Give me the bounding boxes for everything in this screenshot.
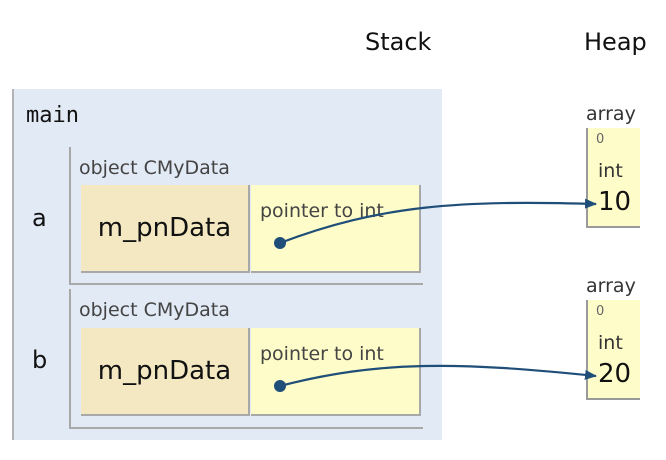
heap-array-2-cell: 0 int 20 [586,300,640,400]
object-a-field-name-text: m_pnData [97,213,232,243]
object-b [69,289,423,429]
variable-a-name: a [32,204,47,232]
object-a-label: object CMyData [79,157,230,179]
object-a [69,147,423,285]
heap-array-2-index: 0 [596,304,605,319]
heap-array-2-type: int [598,332,623,354]
pointer-arrow-a [274,198,597,249]
heap-array-1-type: int [598,160,623,182]
object-b-label: object CMyData [79,299,230,321]
object-a-field-value: pointer to int [251,185,421,273]
heap-array-2-value: 20 [598,359,632,389]
object-b-field-type: pointer to int [260,343,384,365]
heap-array-1-index: 0 [596,132,605,147]
variable-b-name: b [32,346,48,374]
heap-array-1-cell: 0 int 10 [586,128,640,228]
pointer-b-origin-dot [274,380,286,392]
object-b-field-name: m_pnData [81,328,250,416]
object-b-field-name-text: m_pnData [97,356,232,386]
object-a-field-type: pointer to int [260,200,384,222]
heap-array-1-value: 10 [598,187,632,217]
heap-array-1-label: array [586,103,636,125]
object-a-field-name: m_pnData [81,185,250,273]
pointer-a-origin-dot [274,237,286,249]
heap-array-2-label: array [586,275,636,297]
heap-header: Heap [584,28,647,56]
pointer-arrow-b [274,364,597,392]
object-b-field-value: pointer to int [251,328,421,416]
frame-name: main [26,103,79,128]
stack-header: Stack [365,28,432,56]
